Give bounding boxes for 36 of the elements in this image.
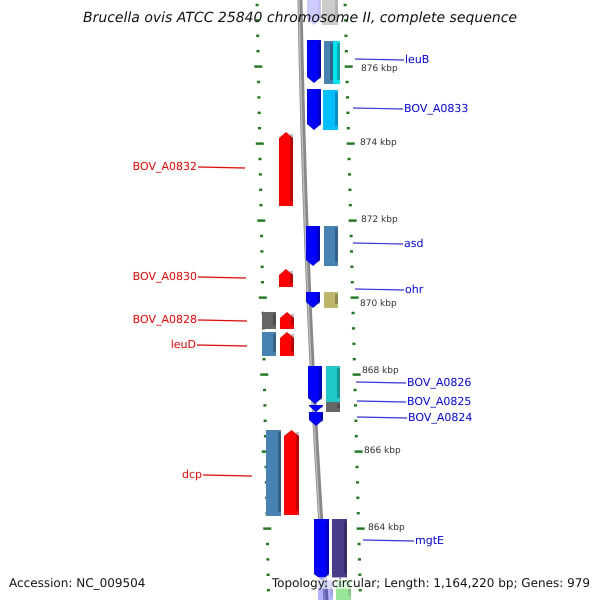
tick-label: 866 kbp [364,447,401,456]
gene-label: BOV_A0828 [132,314,197,325]
gene-label: BOV_A0824 [408,412,472,423]
gene-label: BOV_A0826 [407,377,472,388]
gene-label: BOV_A0825 [407,396,472,407]
tick-label: 870 kbp [360,300,397,309]
gene-label: leuD [170,339,196,350]
leader-line [198,276,246,279]
leader-line [352,242,404,245]
leader-line [356,400,406,403]
leader-line [352,107,404,110]
leader-line [202,474,252,477]
gene-label: asd [404,238,424,249]
leader-line [362,539,414,542]
leader-line [198,166,246,169]
gene-label: mgtE [415,535,444,546]
tick-label: 864 kbp [368,524,405,533]
leader-line [196,344,248,347]
leader-line [356,416,408,419]
leader-line [354,58,404,61]
gene-label: BOV_A0833 [404,103,468,114]
tick-label: 874 kbp [360,139,397,148]
gene-label: ohr [405,284,424,295]
tick-label: 872 kbp [361,216,398,225]
accession-note: Accession: NC_009504 [9,577,146,589]
gene-label: dcp [182,469,202,480]
tick-label: 876 kbp [361,65,398,74]
tick-label: 868 kbp [362,367,399,376]
gene-label: leuB [405,54,430,65]
leader-line [356,381,406,384]
sequence-summary: Topology: circular; Length: 1,164,220 bp; Genes: 979 [272,577,590,589]
gene-label: BOV_A0830 [132,271,197,282]
map-title: Brucella ovis ATCC 25840 chromosome II, complete sequence [82,11,518,25]
leader-line [354,288,404,291]
leader-line [198,319,248,322]
gene-label: BOV_A0832 [132,161,197,172]
